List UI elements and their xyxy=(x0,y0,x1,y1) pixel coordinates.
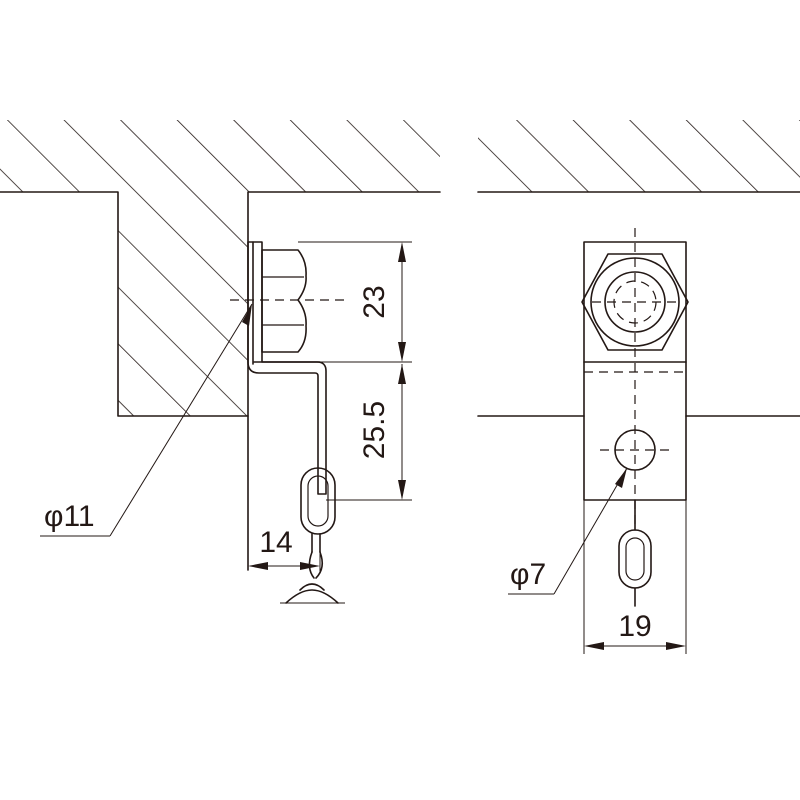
dimension-drop-height: 25.5 xyxy=(326,364,412,501)
dim-label-bolt-diameter: φ11 xyxy=(44,500,95,533)
ceiling-section-left xyxy=(0,120,441,417)
ceiling-section-right xyxy=(477,120,800,193)
dim-label-offset-width: 14 xyxy=(259,526,292,559)
side-view: 23 25.5 14 φ11 xyxy=(0,120,441,604)
dim-label-hole-diameter: φ7 xyxy=(510,558,546,591)
chain-side xyxy=(280,467,345,604)
hole-front xyxy=(600,380,672,530)
leader-hole-diameter: φ7 xyxy=(508,467,628,595)
leader-bolt-diameter: φ11 xyxy=(40,303,253,537)
chain-front xyxy=(618,499,652,607)
hex-nut-front xyxy=(581,228,689,376)
dim-label-plate-width: 19 xyxy=(618,610,651,643)
bracket-side xyxy=(247,241,327,495)
front-view: 19 φ7 xyxy=(477,120,800,654)
dimension-plate-width: 19 xyxy=(583,500,687,654)
dim-label-drop-height: 25.5 xyxy=(358,401,391,459)
dim-label-bolt-height: 23 xyxy=(358,285,391,318)
dimension-offset-width: 14 xyxy=(248,526,321,572)
hex-nut-side xyxy=(261,249,307,353)
dimension-bolt-height: 23 xyxy=(298,241,412,363)
